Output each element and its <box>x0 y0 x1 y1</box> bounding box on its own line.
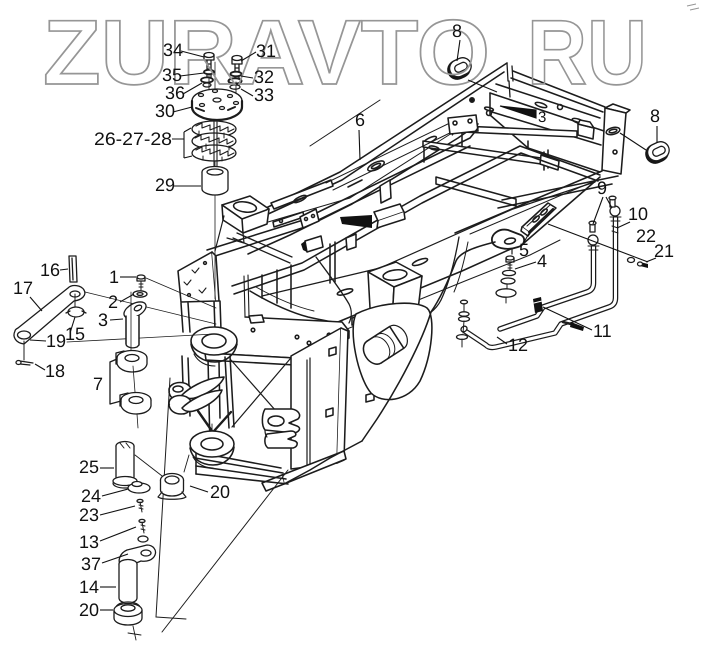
svg-text:1: 1 <box>109 267 119 287</box>
svg-text:25: 25 <box>79 457 99 477</box>
svg-text:19: 19 <box>46 331 66 351</box>
svg-text:32: 32 <box>254 67 274 87</box>
svg-text:12: 12 <box>508 335 528 355</box>
svg-text:36: 36 <box>165 83 185 103</box>
svg-text:20: 20 <box>210 482 230 502</box>
svg-text:16: 16 <box>40 260 60 280</box>
svg-text:22: 22 <box>636 226 656 246</box>
svg-text:37: 37 <box>81 554 101 574</box>
svg-text:29: 29 <box>155 175 175 195</box>
svg-text:15: 15 <box>65 324 85 344</box>
svg-text:8: 8 <box>452 21 462 41</box>
svg-text:7: 7 <box>93 374 103 394</box>
svg-text:RU: RU <box>527 2 647 104</box>
svg-text:8: 8 <box>650 106 660 126</box>
svg-text:6: 6 <box>355 110 365 130</box>
svg-text:13: 13 <box>79 532 99 552</box>
svg-text:35: 35 <box>162 65 182 85</box>
svg-text:4: 4 <box>537 251 547 271</box>
svg-text:ZURAVTO: ZURAVTO <box>43 2 490 104</box>
svg-text:26-27-28: 26-27-28 <box>94 129 172 149</box>
svg-text:17: 17 <box>13 278 33 298</box>
svg-text:5: 5 <box>519 240 529 260</box>
svg-text:30: 30 <box>155 101 175 121</box>
svg-text:24: 24 <box>81 486 101 506</box>
svg-text:3: 3 <box>538 109 546 126</box>
svg-text:20: 20 <box>79 600 99 620</box>
svg-text:2: 2 <box>108 292 118 312</box>
svg-text:11: 11 <box>593 321 612 341</box>
svg-text:9: 9 <box>597 178 607 198</box>
svg-text:34: 34 <box>163 40 183 60</box>
svg-text:31: 31 <box>256 41 276 61</box>
svg-text:21: 21 <box>654 241 674 261</box>
svg-text:18: 18 <box>45 361 65 381</box>
svg-text:10: 10 <box>628 204 648 224</box>
svg-text:3: 3 <box>98 310 108 330</box>
svg-text:33: 33 <box>254 85 274 105</box>
svg-text:14: 14 <box>79 577 99 597</box>
svg-text:23: 23 <box>79 505 99 525</box>
